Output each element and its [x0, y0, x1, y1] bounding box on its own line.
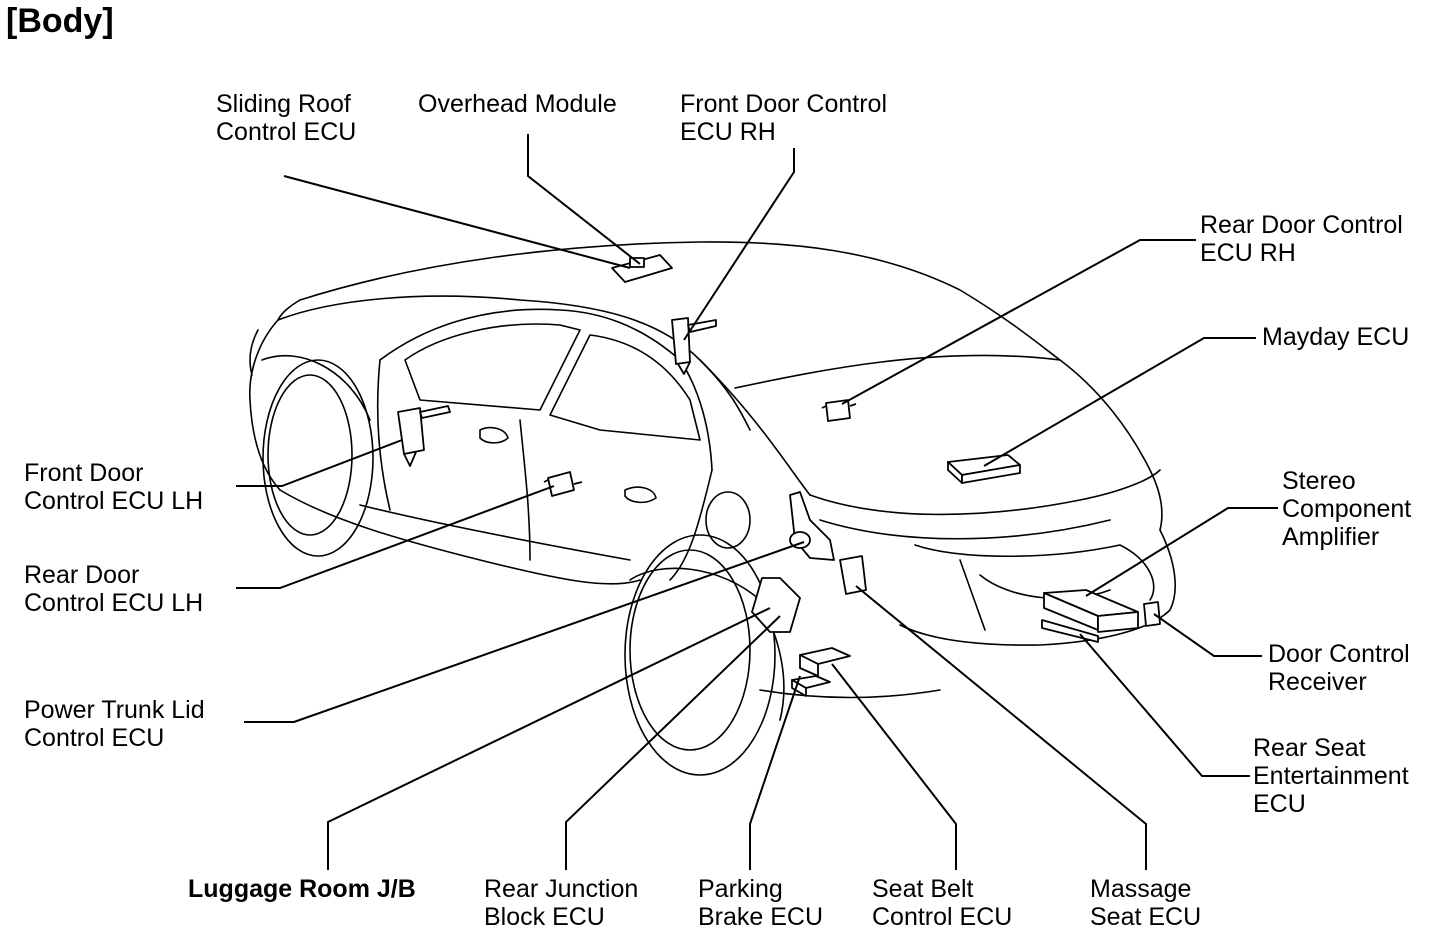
- label-power-trunk-lid-control-ecu: Power Trunk Lid Control ECU: [24, 696, 205, 752]
- leader-front-door-lh: [236, 439, 403, 487]
- leader-rear-junction: [565, 615, 781, 870]
- leader-seat-belt: [831, 663, 957, 870]
- leader-rear-seat-ent: [1079, 633, 1250, 777]
- label-line: Rear Seat: [1253, 734, 1366, 762]
- door-control-receiver-shape: [1143, 601, 1161, 627]
- label-line: Front Door Control: [680, 90, 888, 118]
- leader-door-receiver: [1153, 613, 1262, 657]
- front-door-lh-ecu-shape: [397, 405, 451, 467]
- label-line: Overhead Module: [418, 90, 617, 118]
- parking-brake-ecu-side: [791, 679, 807, 697]
- rear-seat-entertainment-ecu-shape: [1041, 619, 1099, 643]
- massage-seat-ecu-shape: [839, 555, 867, 595]
- front-door-rh-ecu-shape: [671, 317, 717, 375]
- label-line: Rear Door: [24, 561, 140, 589]
- label-line: Brake ECU: [698, 903, 824, 931]
- leader-stereo: [1085, 507, 1278, 597]
- label-parking-brake-ecu: Parking Brake ECU: [698, 875, 823, 931]
- power-trunk-lid-ecu-detail: [789, 531, 811, 549]
- label-line: Front Door: [24, 459, 144, 487]
- rear-door-lh-ecu-shape: [543, 471, 583, 497]
- component-shapes: [397, 254, 1161, 697]
- label-line: ECU: [1253, 790, 1306, 818]
- label-line: Power Trunk Lid: [24, 696, 205, 724]
- label-line: Sliding Roof: [216, 90, 351, 118]
- leader-parking-brake: [749, 675, 801, 870]
- label-line: Control ECU: [216, 118, 357, 146]
- label-seat-belt-control-ecu: Seat Belt Control ECU: [872, 875, 1012, 931]
- label-line: ECU RH: [1200, 239, 1296, 267]
- leader-overhead: [527, 134, 641, 265]
- mayday-ecu-front: [961, 464, 1021, 484]
- label-line: Component: [1282, 495, 1412, 523]
- diagram-title: [Body]: [6, 2, 114, 40]
- leader-rear-door-lh: [236, 485, 555, 589]
- label-line: Door Control: [1268, 640, 1410, 668]
- label-line: Receiver: [1268, 668, 1367, 696]
- stereo-amplifier-front: [1097, 611, 1139, 633]
- label-line: Luggage Room J/B: [188, 875, 416, 903]
- label-stereo-component-amplifier: Stereo Component Amplifier: [1282, 467, 1411, 551]
- label-rear-seat-entertainment-ecu: Rear Seat Entertainment ECU: [1253, 734, 1409, 818]
- leader-sliding-roof: [283, 175, 631, 269]
- label-line: Parking: [698, 875, 783, 903]
- label-line: Mayday ECU: [1262, 323, 1410, 351]
- leader-front-door-rh: [683, 148, 795, 341]
- label-line: Amplifier: [1282, 523, 1380, 551]
- leader-mayday: [983, 337, 1256, 467]
- label-line: Rear Junction: [484, 875, 639, 903]
- label-line: Rear Door Control: [1200, 211, 1403, 239]
- label-line: Stereo: [1282, 467, 1356, 495]
- label-line: ECU RH: [680, 118, 776, 146]
- label-line: Seat Belt: [872, 875, 974, 903]
- label-line: Massage: [1090, 875, 1192, 903]
- label-door-control-receiver: Door Control Receiver: [1268, 640, 1410, 696]
- label-luggage-room-jb: Luggage Room J/B: [188, 875, 416, 903]
- label-line: Seat ECU: [1090, 903, 1202, 931]
- label-line: Control ECU LH: [24, 589, 204, 617]
- leader-luggage-jb: [327, 607, 771, 870]
- label-line: Control ECU LH: [24, 487, 204, 515]
- label-line: Block ECU: [484, 903, 605, 931]
- label-rear-door-control-ecu-rh: Rear Door Control ECU RH: [1200, 211, 1403, 267]
- label-front-door-control-ecu-lh: Front Door Control ECU LH: [24, 459, 203, 515]
- label-rear-junction-block-ecu: Rear Junction Block ECU: [484, 875, 638, 931]
- leader-massage-seat: [855, 585, 1147, 870]
- label-line: Entertainment: [1253, 762, 1409, 790]
- label-overhead-module: Overhead Module: [418, 90, 617, 118]
- label-line: Control ECU: [24, 724, 165, 752]
- leader-rear-door-rh: [841, 239, 1196, 405]
- label-front-door-control-ecu-rh: Front Door Control ECU RH: [680, 90, 887, 146]
- leader-power-trunk: [244, 541, 805, 723]
- leader-lines: [236, 134, 1278, 870]
- power-trunk-lid-ecu-shape: [789, 491, 835, 561]
- label-massage-seat-ecu: Massage Seat ECU: [1090, 875, 1201, 931]
- rear-door-rh-ecu-shape: [821, 399, 857, 422]
- label-line: Control ECU: [872, 903, 1013, 931]
- label-sliding-roof-control-ecu: Sliding Roof Control ECU: [216, 90, 356, 146]
- label-rear-door-control-ecu-lh: Rear Door Control ECU LH: [24, 561, 203, 617]
- luggage-room-jb-shape: [751, 577, 801, 633]
- label-mayday-ecu: Mayday ECU: [1262, 323, 1409, 351]
